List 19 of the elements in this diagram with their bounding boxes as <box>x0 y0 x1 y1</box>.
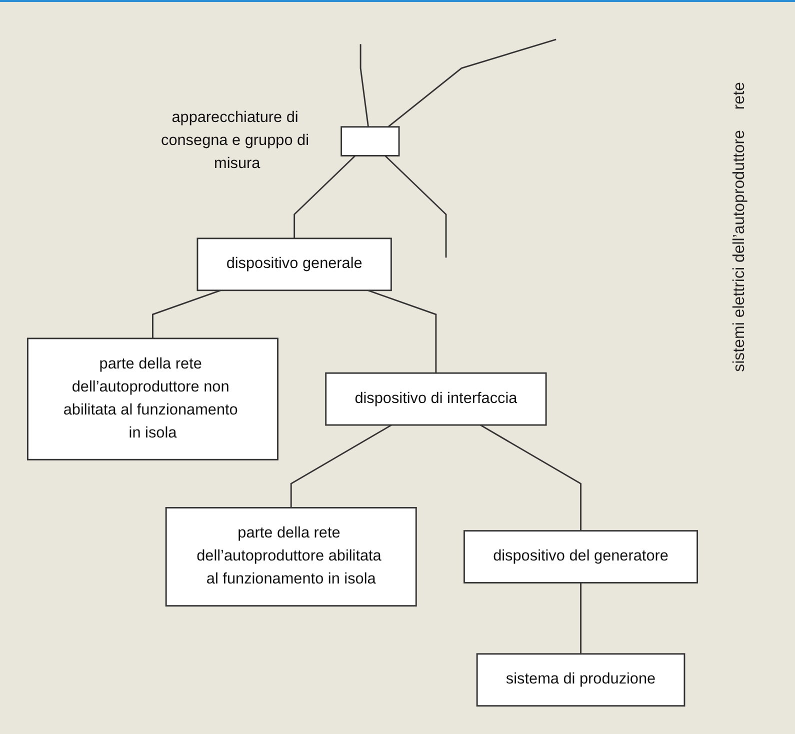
connection-line <box>290 424 392 508</box>
connection-line <box>360 44 369 127</box>
device-box: parte della rete dell’autoproduttore abilitata al funzionamento in isola <box>165 506 417 606</box>
device-box: parte della rete dell’autoproduttore non abilitata al funzionamento in isola <box>26 337 278 460</box>
vertical-label: rete <box>731 82 749 110</box>
meter-box <box>340 126 400 156</box>
connection-line <box>368 289 437 373</box>
connection-line <box>152 289 222 338</box>
connection-line <box>480 424 582 531</box>
connection-line <box>294 154 356 238</box>
connection-line <box>388 38 556 128</box>
connection-line <box>580 582 582 654</box>
device-box: dispositivo generale <box>196 237 392 291</box>
vertical-label: sistemi elettrici dell’autoproduttore <box>731 130 749 372</box>
connection-line <box>384 154 447 258</box>
node-caption: apparecchiature di consegna e gruppo di misura <box>161 109 310 172</box>
device-box: dispositivo di interfaccia <box>325 372 547 426</box>
device-box: sistema di produzione <box>476 652 686 706</box>
device-box: dispositivo del generatore <box>464 530 698 584</box>
